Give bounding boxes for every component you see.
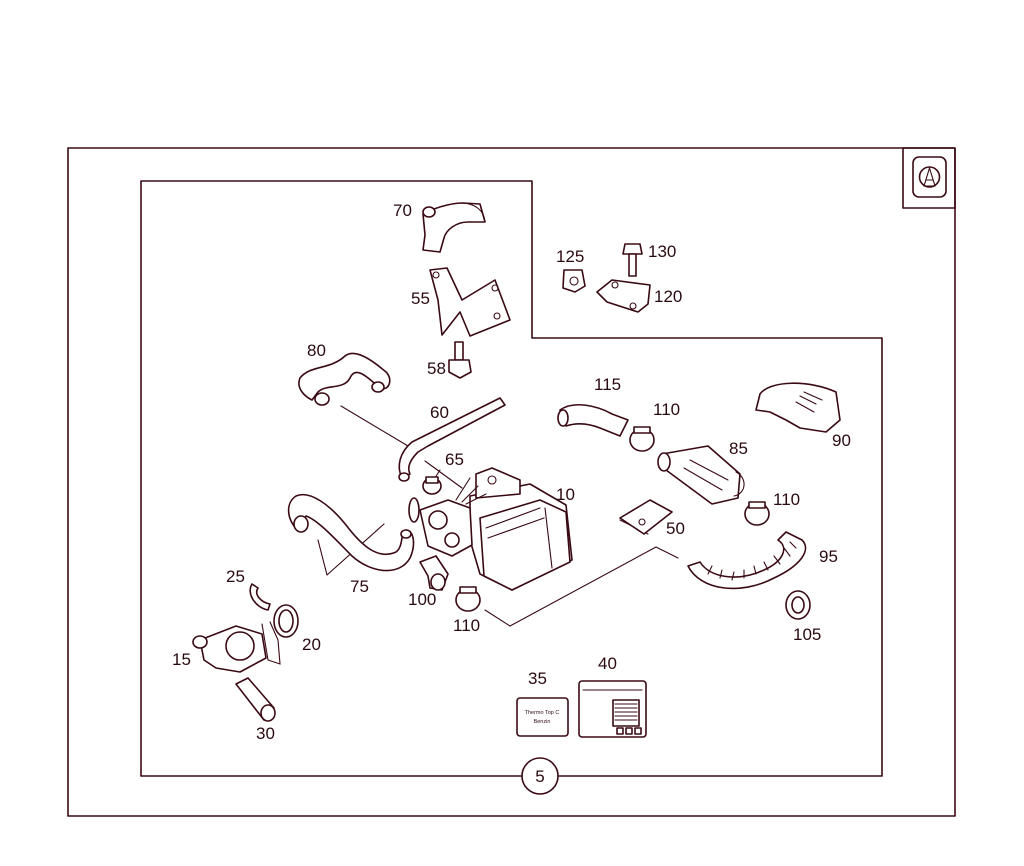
label-35-line-1: Thermo Top C [525,710,560,716]
part-70-hose [422,202,486,253]
part-85-muffler [657,445,745,505]
callout-55: 55 [411,289,430,308]
part-110-clamp-lower [455,586,481,612]
part-65-clamp [422,476,442,495]
part-58-bolt [448,341,472,379]
callout-85: 85 [729,439,748,458]
callout-70: 70 [393,201,412,220]
part-120-bracket [596,279,651,313]
callout-65: 65 [445,450,464,469]
page-number: 5 [535,767,544,786]
callout-20: 20 [302,635,321,654]
label-35-line-2: Benzin [534,719,551,725]
part-125-nut [562,269,586,293]
callout-58: 58 [427,359,446,378]
part-80-hose [298,352,391,406]
part-35-label: Thermo Top C Benzin [516,697,569,737]
part-110-clamp-right [744,501,770,526]
part-90-shield [755,382,841,433]
heater-symbol-icon [923,166,936,187]
page-number-circle [521,757,559,795]
corner-symbol [902,147,956,209]
outer-frame [67,147,956,817]
callout-15: 15 [172,650,191,669]
callout-110-upper: 110 [653,400,680,419]
callout-35: 35 [528,669,547,688]
part-15-pump [192,621,281,673]
callout-100: 100 [408,590,436,609]
part-10-heater [408,467,573,591]
callout-10: 10 [556,485,575,504]
callout-50: 50 [666,519,685,538]
callout-130: 130 [648,242,676,261]
part-60-pipe [398,397,506,482]
part-40-card [578,680,647,738]
callout-110-right: 110 [773,490,800,509]
callout-25: 25 [226,567,245,586]
part-25-clip [249,583,271,611]
callout-105: 105 [793,625,821,644]
callout-40: 40 [598,654,617,673]
callout-125: 125 [556,247,584,266]
part-100-elbow [419,555,449,591]
callout-90: 90 [832,431,851,450]
callout-110-lower: 110 [453,616,480,635]
part-110-clamp-upper [629,426,655,452]
callout-115: 115 [594,375,621,394]
inner-frame [140,180,883,777]
part-50-holder [619,499,673,535]
callout-95: 95 [819,547,838,566]
part-95-flex-pipe [687,531,807,590]
part-115-hose [557,403,629,437]
part-130-screw [622,243,643,277]
part-75-hose [287,493,415,572]
callouts: 70 55 58 125 130 120 80 60 65 10 115 110… [172,201,851,743]
callout-120: 120 [654,287,682,306]
part-105-sleeve [785,590,811,620]
part-55-bracket [429,267,511,337]
callout-30: 30 [256,724,275,743]
part-20-ring [273,604,299,638]
callout-75: 75 [350,577,369,596]
callout-80: 80 [307,341,326,360]
callout-60: 60 [430,403,449,422]
part-30-hose [235,677,276,722]
